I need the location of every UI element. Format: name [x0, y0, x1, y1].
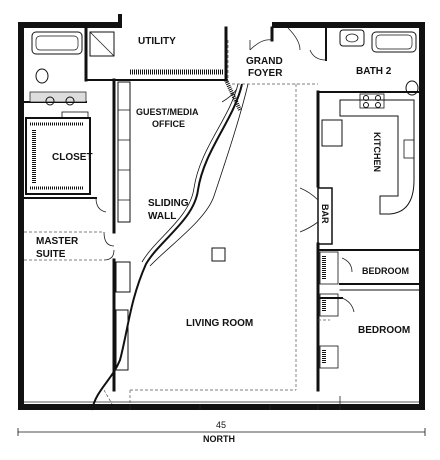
structural-column [211, 247, 226, 262]
label-master-suite-1: MASTER [36, 236, 79, 247]
label-grand-foyer-1: GRAND [246, 56, 283, 67]
label-sliding-1: SLIDING [148, 198, 189, 209]
label-kitchen: KITCHEN [372, 132, 382, 172]
master-bath-fixtures [29, 31, 87, 106]
bedroom-closets [319, 251, 339, 369]
exterior-walls [18, 14, 425, 410]
interior-walls [23, 26, 420, 392]
label-guest-media-1: GUEST/MEDIA [136, 107, 199, 117]
dimension-line [17, 428, 426, 436]
closet-hanging-rods [30, 111, 89, 190]
sliding-wall [91, 83, 249, 411]
bottom-window-ticks [129, 396, 341, 410]
label-living-room: LIVING ROOM [186, 318, 253, 329]
dimension-value: 45 [216, 420, 226, 430]
bath2-fixtures [339, 29, 419, 96]
label-bedroom-small: BEDROOM [362, 266, 409, 276]
orientation-label: NORTH [203, 434, 235, 444]
label-utility: UTILITY [138, 36, 176, 47]
kitchen-counters [321, 93, 415, 215]
label-bar: BAR [320, 204, 330, 224]
utility-fixtures [89, 31, 242, 111]
label-grand-foyer-2: FOYER [248, 68, 283, 79]
doors [95, 27, 355, 313]
window-strip [115, 81, 131, 371]
label-master-suite-2: SUITE [36, 249, 66, 260]
label-bedroom-large: BEDROOM [358, 325, 410, 336]
label-closet: CLOSET [52, 152, 93, 163]
label-bath2: BATH 2 [356, 66, 392, 77]
label-sliding-2: WALL [148, 211, 176, 222]
dashed-lines [24, 40, 330, 405]
label-guest-media-2: OFFICE [152, 119, 185, 129]
